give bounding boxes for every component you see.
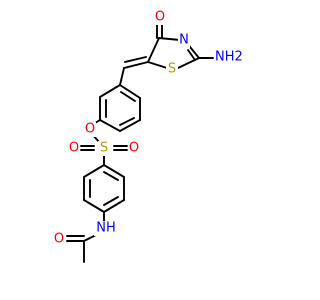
ring-nitrogen-label: N xyxy=(178,33,190,48)
bond-methine-ring xyxy=(119,67,125,86)
svg-text:S: S xyxy=(100,141,108,156)
sulfonyl-oxygen-right-label: O xyxy=(128,141,140,156)
bond-c5-methine xyxy=(123,61,149,69)
bond-ring2-d xyxy=(83,199,105,213)
bond-n3-c2-double xyxy=(187,49,196,61)
svg-text:O: O xyxy=(85,122,95,137)
bond-ring1-f xyxy=(99,84,121,98)
molecule-structure: O N NH2 S O S O O xyxy=(53,10,244,263)
svg-text:O: O xyxy=(54,232,64,247)
bond-c4-c5 xyxy=(147,37,160,63)
amide-nitrogen-label: NH xyxy=(94,221,118,236)
svg-text:NH: NH xyxy=(96,221,116,236)
ester-oxygen-label: O xyxy=(84,122,96,137)
bond-ring2-inner-1 xyxy=(103,171,119,181)
amino-group-label: NH2 xyxy=(214,50,244,66)
bond-ring2-a xyxy=(103,164,125,178)
bond-ring2-f xyxy=(83,164,105,178)
bond-ring1-a xyxy=(119,84,141,99)
sulfonyl-oxygen-left-label: O xyxy=(68,141,80,156)
bond-ring2-inner-2 xyxy=(103,196,119,206)
atom-labels: O N NH2 S O S O O xyxy=(53,10,244,247)
amide-oxygen-label: O xyxy=(53,232,65,247)
svg-text:O: O xyxy=(129,141,139,156)
bond-c5-methine-double xyxy=(124,56,147,63)
svg-text:N: N xyxy=(179,33,189,48)
bond-ring1-inner-2 xyxy=(119,117,135,126)
svg-text:O: O xyxy=(69,141,79,156)
svg-text:O: O xyxy=(155,10,165,25)
thiazole-sulfur-label: S xyxy=(166,62,178,77)
oxo-oxygen-label: O xyxy=(154,10,166,25)
svg-text:S: S xyxy=(168,62,176,77)
bond-c2-s1 xyxy=(177,57,200,69)
svg-text:NH2: NH2 xyxy=(215,50,243,65)
sulfonyl-sulfur-label: S xyxy=(98,141,110,156)
bond-ring1-d xyxy=(99,119,121,132)
bond-s1-c5 xyxy=(147,61,168,69)
bond-ring1-inner-1 xyxy=(120,91,136,102)
bond-ring1-c xyxy=(119,119,141,132)
bond-ring2-c xyxy=(103,199,125,213)
